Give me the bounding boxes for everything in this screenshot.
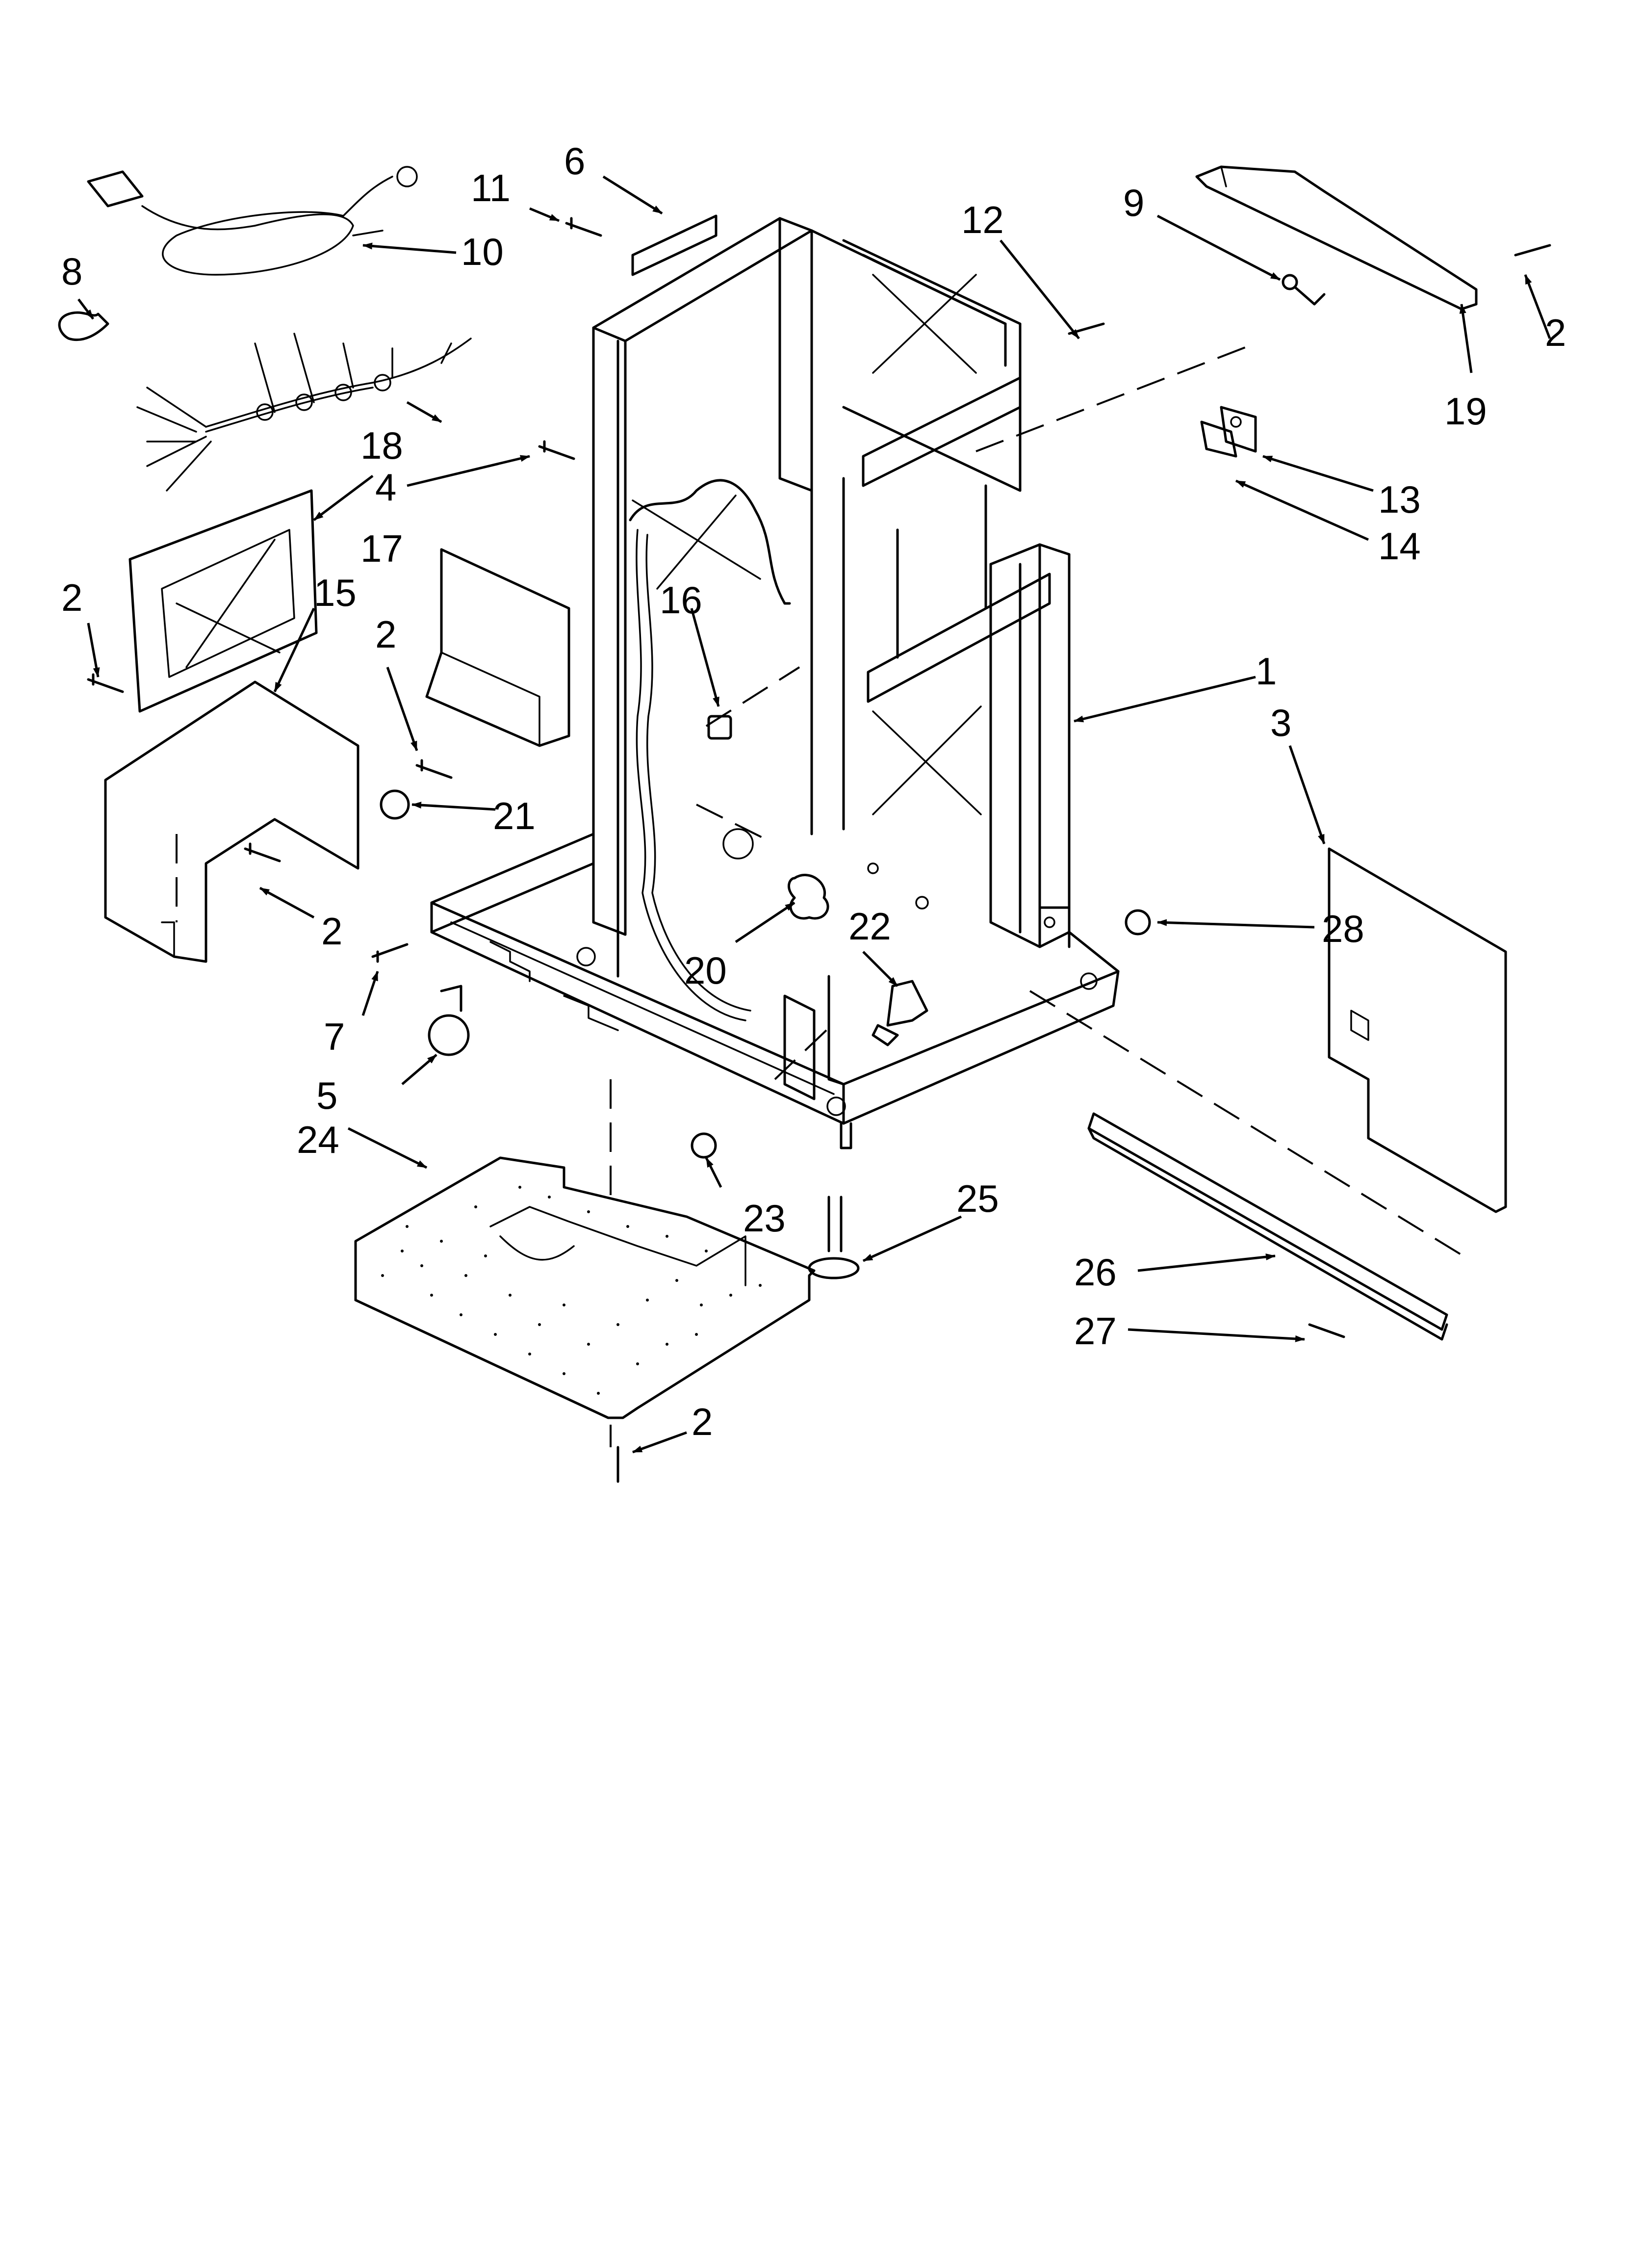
solenoid [872,980,928,1046]
callout-16: 16 [660,578,702,622]
spring [788,874,829,920]
switch [1200,406,1257,458]
callout-9: 9 [1123,181,1144,224]
callout-19: 19 [1444,390,1487,433]
clip [58,311,109,341]
connector [707,715,732,740]
callout-12: 12 [961,198,1004,241]
callout-2: 2 [61,576,82,619]
callout-22: 22 [848,905,891,948]
callout-21: 21 [493,794,536,837]
callout-7: 7 [324,1015,345,1058]
callout-15: 15 [314,571,357,614]
callout-18: 18 [360,424,403,467]
callout-20: 20 [684,949,727,992]
cabinet-frame [430,217,1120,1149]
insulation-texture [381,1186,762,1395]
side-panel [128,489,318,713]
top-bracket [1195,165,1478,311]
callout-2: 2 [321,910,342,953]
callout-13: 13 [1378,478,1421,521]
caster [428,985,470,1056]
callout-23: 23 [743,1197,786,1240]
callout-2: 2 [375,613,396,656]
callout-24: 24 [297,1118,339,1161]
callout-27: 27 [1074,1309,1117,1353]
nut-28 [1125,909,1151,936]
callout-5: 5 [316,1074,337,1117]
callout-1: 1 [1256,650,1277,693]
thermostat [1282,274,1326,306]
callout-25: 25 [956,1177,999,1220]
callout-6: 6 [564,139,585,182]
callout-26: 26 [1074,1251,1117,1294]
power-cord [87,166,418,276]
bracket [425,548,570,747]
back-panel [1328,847,1507,1213]
callout-14: 14 [1378,524,1421,568]
callout-4: 4 [375,466,396,509]
leveling-leg [808,1196,860,1279]
leader-arrows [77,175,1551,1454]
callout-10: 10 [461,230,504,273]
cover [104,680,359,963]
base-pan [354,1156,816,1419]
callout-2: 2 [692,1400,713,1443]
callout-2: 2 [1545,311,1566,354]
callout-17: 17 [360,527,403,570]
callout-labels: 1 2 2 2 2 2 3 4 5 6 7 8 9 10 11 12 13 14… [61,139,1566,1443]
callout-8: 8 [61,250,82,293]
mounting-strip [631,214,718,276]
callout-28: 28 [1322,907,1364,950]
callout-11: 11 [471,166,511,209]
nut-23 [691,1132,717,1159]
grommet [380,789,410,820]
rail [1087,1112,1448,1341]
wiring-harness [136,333,472,492]
callout-3: 3 [1270,701,1291,744]
screws [87,217,1551,1483]
